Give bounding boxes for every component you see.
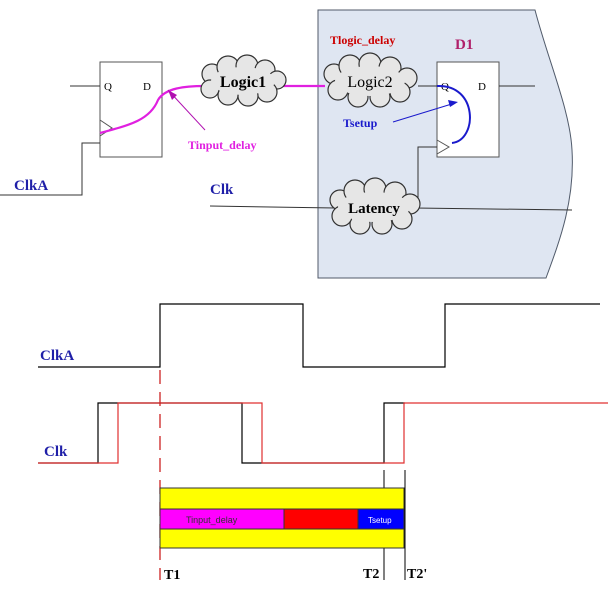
clka-input-label: ClkA (14, 178, 48, 194)
bar-tsetup-segment (357, 508, 405, 530)
clka-waveform (38, 303, 600, 368)
clk-input-label: Clk (210, 182, 234, 198)
source-ff-clock-triangle (99, 119, 113, 137)
t2-prime-label: T2' (407, 567, 427, 582)
wire-latency-to-dest-clock (417, 146, 437, 208)
tsetup-arrowhead (448, 100, 458, 107)
wire-latency-out (414, 207, 573, 211)
tlogic-delay-label: Tlogic_delay (330, 33, 395, 47)
tinput-arrowhead (168, 90, 177, 100)
t1-label: T1 (164, 568, 180, 583)
latency-label: Latency (348, 201, 400, 217)
dest-flipflop (436, 61, 500, 158)
dest-ff-d-pin: D (478, 81, 486, 93)
bar-tlogic-segment (283, 508, 359, 530)
bar-tinput-label: Tinput_delay (186, 515, 238, 525)
logic2-label: Logic2 (347, 74, 392, 91)
wire-clk-in (209, 205, 336, 209)
source-ff-q-pin: Q (104, 81, 112, 93)
clka-wave-label: ClkA (40, 348, 74, 364)
logic1-cloud-fill (211, 67, 275, 95)
d1-label: D1 (455, 37, 473, 53)
latency-cloud-fill (338, 192, 410, 222)
wire-clka (0, 142, 100, 196)
setup-arc (436, 84, 471, 144)
logic2-cloud-fill (335, 66, 405, 96)
clk-wave-label: Clk (44, 444, 68, 460)
clk-waveform-delayed (38, 402, 608, 464)
clk-waveform-ideal (38, 402, 405, 464)
logic1-label: Logic1 (220, 74, 266, 91)
t2-label: T2 (363, 567, 379, 582)
source-ff-d-pin: D (143, 81, 151, 93)
data-path-magenta (99, 84, 325, 135)
bar-tsetup-label: Tsetup (368, 516, 392, 525)
tinput-delay-label: Tinput_delay (188, 138, 256, 152)
tsetup-label: Tsetup (343, 116, 378, 130)
tsetup-arrow (392, 102, 456, 123)
dest-ff-clock-triangle (436, 139, 450, 155)
